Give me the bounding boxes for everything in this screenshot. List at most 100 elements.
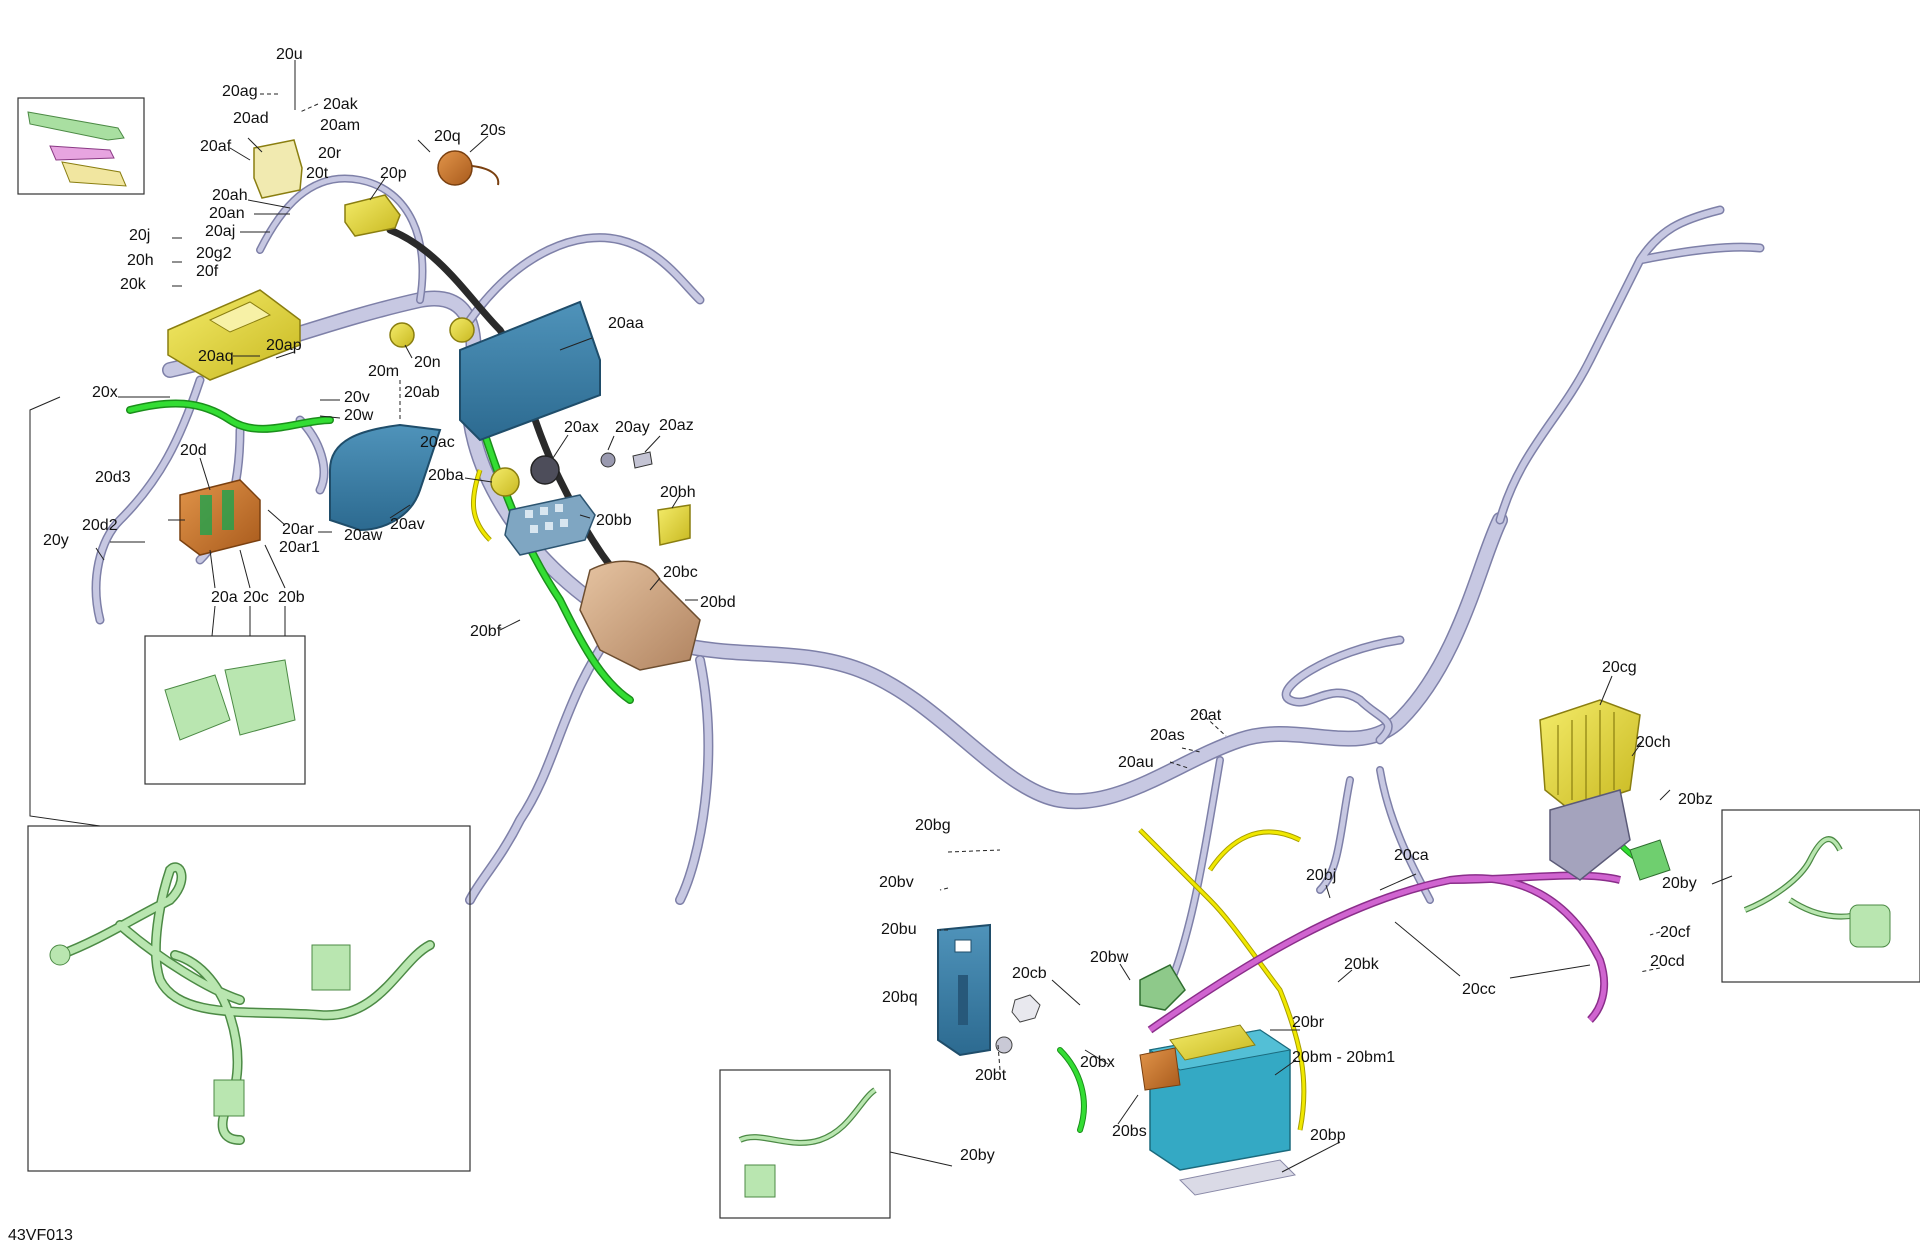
detail-box-fusebox bbox=[144, 635, 306, 785]
label-20ab: 20ab bbox=[404, 384, 440, 401]
yellow-wire bbox=[470, 469, 1307, 1131]
detail-box-20by-bottom bbox=[719, 1069, 891, 1219]
regulator-20cg bbox=[1539, 699, 1641, 811]
label-20cf: 20cf bbox=[1660, 924, 1691, 941]
label-20by-bottom: 20by bbox=[960, 1147, 995, 1164]
relay-20ad bbox=[253, 139, 303, 199]
label-20h: 20h bbox=[127, 252, 154, 269]
label-20t: 20t bbox=[306, 165, 329, 182]
connector-20s bbox=[437, 150, 500, 186]
label-20ba: 20ba bbox=[428, 467, 464, 484]
fuse-block-20bb bbox=[504, 494, 596, 556]
label-20y: 20y bbox=[43, 532, 69, 549]
label-20cd: 20cd bbox=[1650, 953, 1685, 970]
leader-lines bbox=[29, 60, 1733, 1173]
label-20k: 20k bbox=[120, 276, 147, 293]
label-20ah: 20ah bbox=[212, 187, 248, 204]
nut-20cb bbox=[1011, 994, 1041, 1023]
label-20d: 20d bbox=[180, 442, 207, 459]
label-20ag: 20ag bbox=[222, 83, 258, 100]
detail-box-green-harness bbox=[27, 825, 471, 1172]
label-20an: 20an bbox=[209, 205, 245, 222]
label-20j: 20j bbox=[129, 227, 150, 244]
bracket-20ch bbox=[1549, 789, 1631, 881]
label-20ch: 20ch bbox=[1636, 734, 1671, 751]
label-20at: 20at bbox=[1190, 707, 1222, 724]
label-20bj: 20bj bbox=[1306, 867, 1336, 884]
label-20by-right: 20by bbox=[1662, 875, 1697, 892]
battery-20bm bbox=[1139, 1024, 1292, 1171]
connector-20n bbox=[449, 317, 475, 343]
label-20cb: 20cb bbox=[1012, 965, 1047, 982]
label-20bu: 20bu bbox=[881, 921, 917, 938]
label-20az: 20az bbox=[659, 417, 694, 434]
label-20av: 20av bbox=[390, 516, 425, 533]
label-20a: 20a bbox=[211, 589, 238, 606]
label-20p: 20p bbox=[380, 165, 407, 182]
connector-20ba bbox=[490, 467, 520, 497]
label-20au: 20au bbox=[1118, 754, 1154, 771]
blue-bracket-20bq bbox=[937, 923, 991, 1057]
label-20cg: 20cg bbox=[1602, 659, 1637, 676]
label-20bp: 20bp bbox=[1310, 1127, 1346, 1144]
label-20b: 20b bbox=[278, 589, 305, 606]
label-20bx: 20bx bbox=[1080, 1054, 1115, 1071]
label-20n: 20n bbox=[414, 354, 441, 371]
label-20ar1: 20ar1 bbox=[279, 539, 320, 556]
label-20bt: 20bt bbox=[975, 1067, 1007, 1084]
label-20af: 20af bbox=[200, 138, 232, 155]
label-20bq: 20bq bbox=[882, 989, 918, 1006]
label-20r: 20r bbox=[318, 145, 342, 162]
label-20ac: 20ac bbox=[420, 434, 455, 451]
label-20bk: 20bk bbox=[1344, 956, 1380, 973]
label-20aa: 20aa bbox=[608, 315, 644, 332]
blue-cover-20av bbox=[329, 423, 442, 532]
label-20as: 20as bbox=[1150, 727, 1185, 744]
label-20ar: 20ar bbox=[282, 521, 315, 538]
label-20g2: 20g2 bbox=[196, 245, 232, 262]
label-20cc: 20cc bbox=[1462, 981, 1496, 998]
label-20bh: 20bh bbox=[660, 484, 696, 501]
switch-20ax bbox=[530, 451, 653, 485]
detail-box-bracket bbox=[17, 97, 145, 195]
reference-code: 43VF013 bbox=[8, 1227, 73, 1244]
label-20am: 20am bbox=[320, 117, 360, 134]
label-20q: 20q bbox=[434, 128, 461, 145]
label-20bz: 20bz bbox=[1678, 791, 1713, 808]
label-20aq: 20aq bbox=[198, 348, 234, 365]
label-20bb: 20bb bbox=[596, 512, 632, 529]
battery-pad-20bp bbox=[1178, 1159, 1297, 1196]
connector-20m bbox=[389, 322, 415, 348]
label-20v: 20v bbox=[344, 389, 370, 406]
label-20ak: 20ak bbox=[323, 96, 359, 113]
ecu-module-20f bbox=[167, 289, 301, 381]
label-20bf: 20bf bbox=[470, 623, 502, 640]
sensor-20by-right bbox=[1629, 839, 1671, 881]
label-20d3: 20d3 bbox=[95, 469, 131, 486]
label-20bg: 20bg bbox=[915, 817, 951, 834]
label-20aj: 20aj bbox=[205, 223, 235, 240]
label-20bw: 20bw bbox=[1090, 949, 1129, 966]
label-20ad: 20ad bbox=[233, 110, 269, 127]
callout-labels: 20u 20ag 20ak 20am 20ad 20af 20r 20t 20q… bbox=[43, 46, 1713, 1164]
label-20bc: 20bc bbox=[663, 564, 698, 581]
label-20ay: 20ay bbox=[615, 419, 650, 436]
label-20u: 20u bbox=[276, 46, 303, 63]
label-20f: 20f bbox=[196, 263, 219, 280]
label-20c: 20c bbox=[243, 589, 269, 606]
detail-box-20by-right bbox=[1721, 809, 1920, 983]
console-20bc bbox=[579, 560, 701, 671]
label-20d2: 20d2 bbox=[82, 517, 118, 534]
label-20ca: 20ca bbox=[1394, 847, 1429, 864]
label-20bm: 20bm - 20bm1 bbox=[1292, 1049, 1395, 1066]
connector-20bw bbox=[1139, 964, 1186, 1011]
label-20br: 20br bbox=[1292, 1014, 1325, 1031]
label-20m: 20m bbox=[368, 363, 399, 380]
connector-20p bbox=[344, 194, 401, 237]
label-20bs: 20bs bbox=[1112, 1123, 1147, 1140]
label-20ap: 20ap bbox=[266, 337, 302, 354]
label-20aw: 20aw bbox=[344, 527, 383, 544]
label-20w: 20w bbox=[344, 407, 374, 424]
